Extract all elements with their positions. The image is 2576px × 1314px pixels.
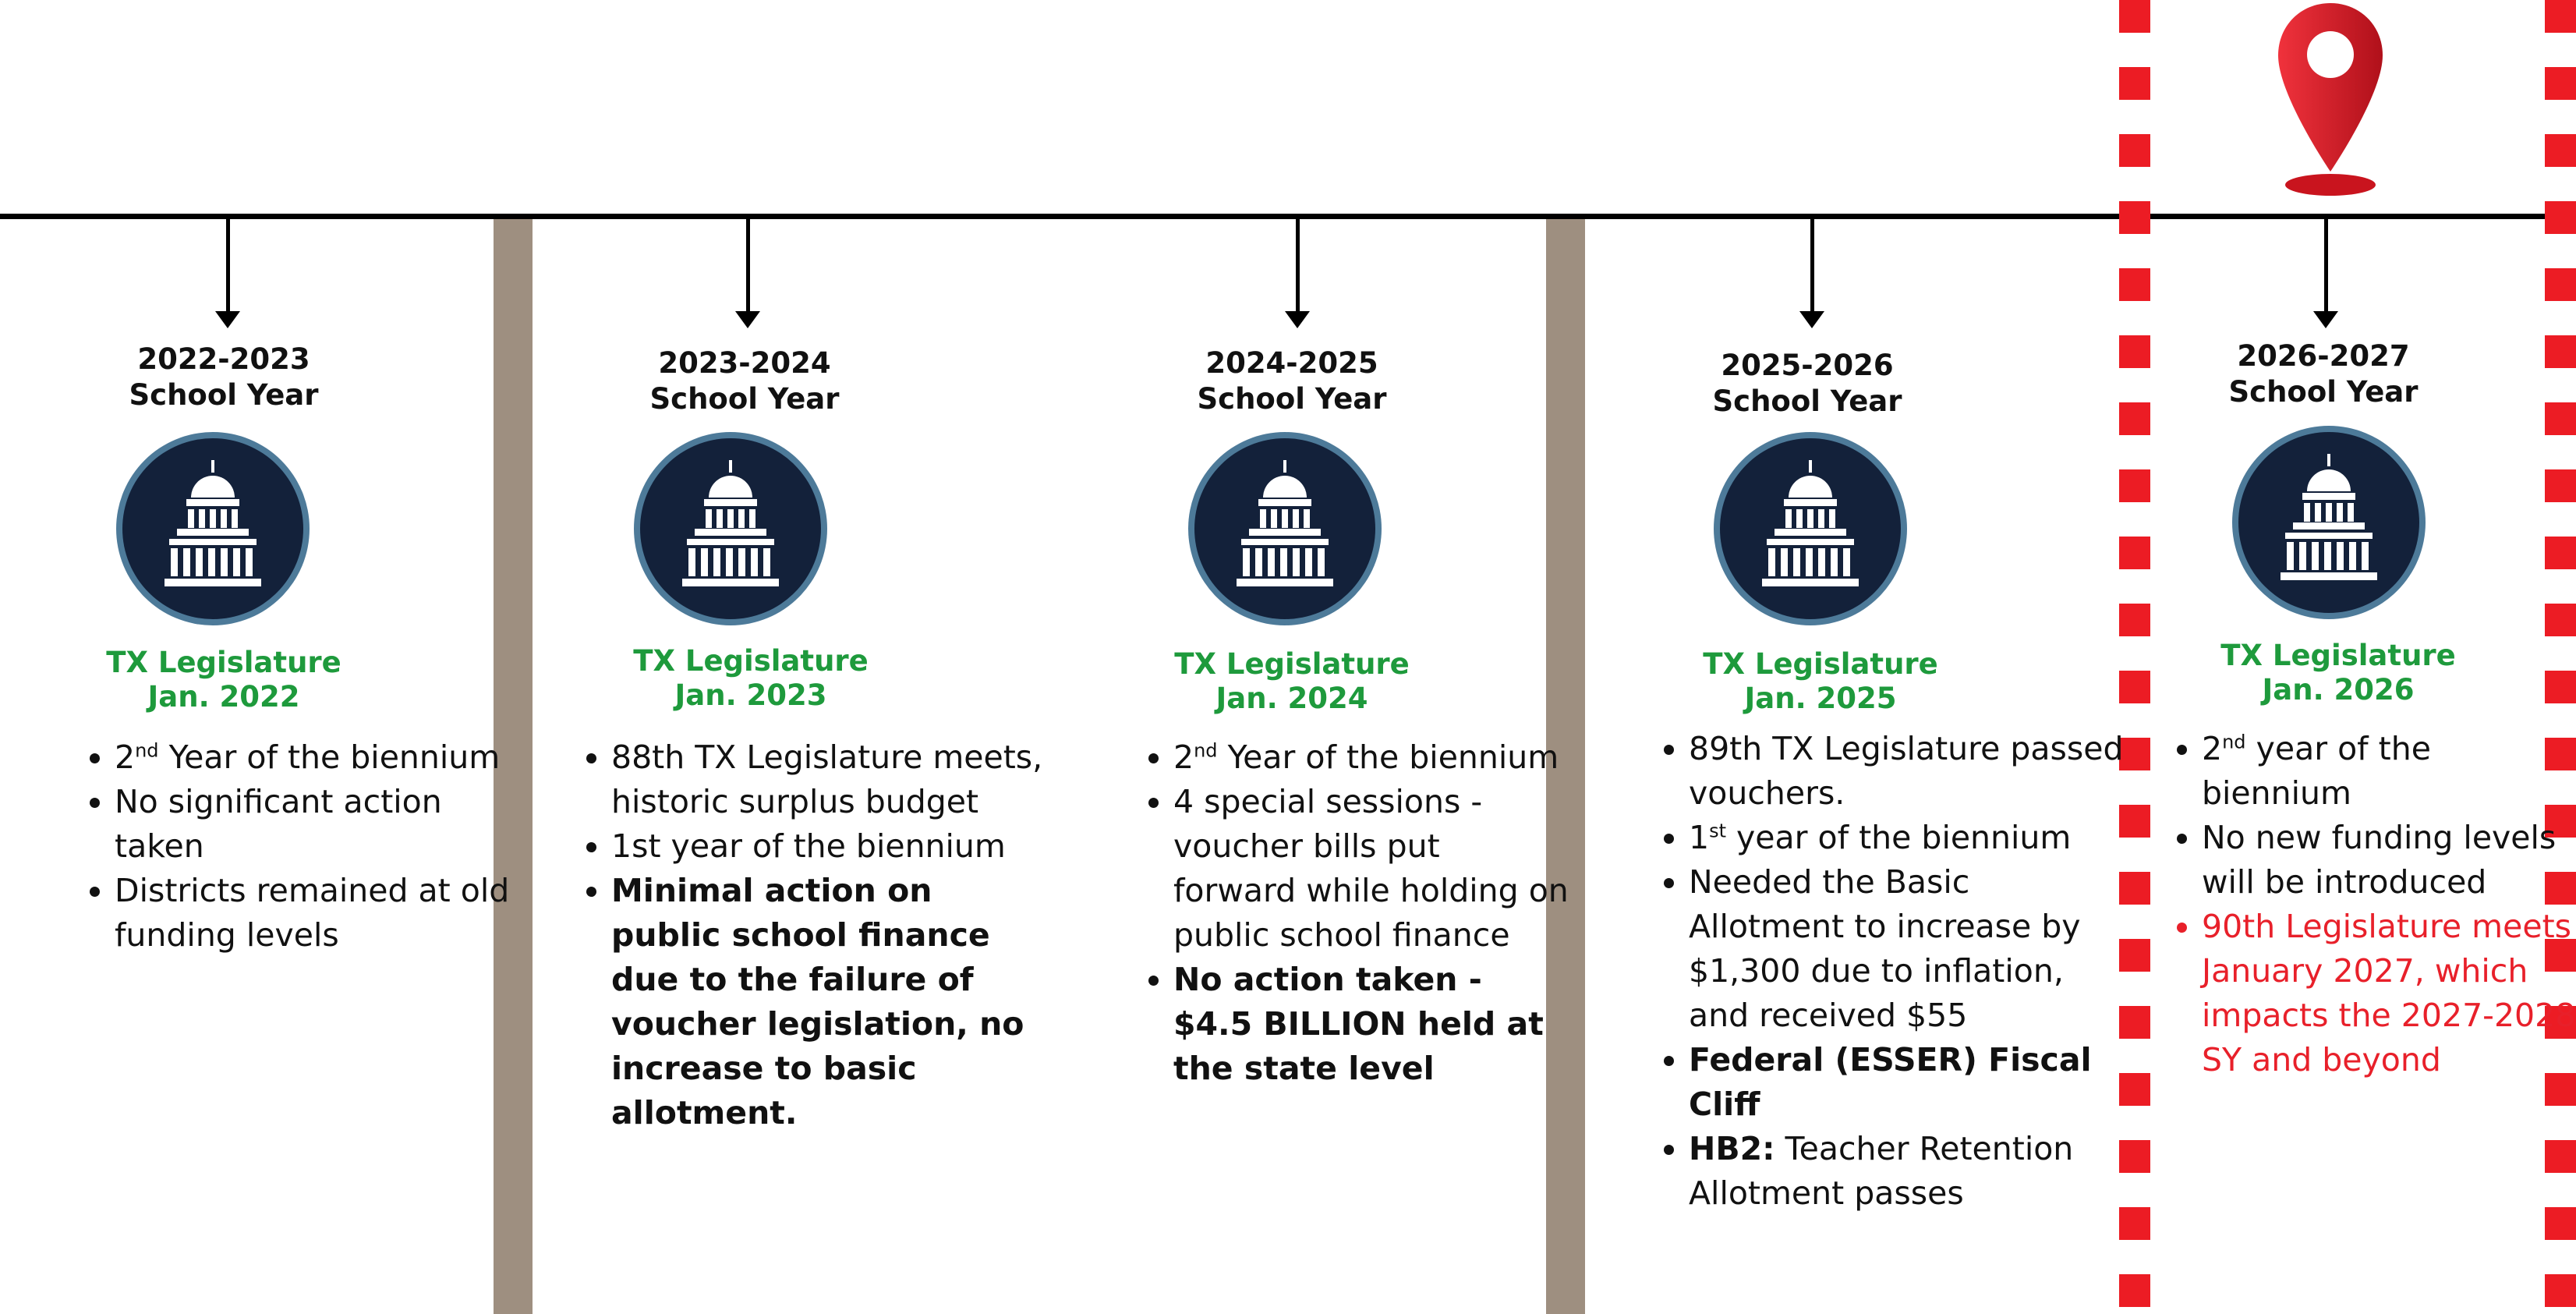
school-year-label: School Year	[129, 378, 319, 412]
school-year-label: School Year	[1197, 382, 1387, 416]
event-item: No significant action taken	[115, 780, 520, 869]
school-year-label: School Year	[1712, 384, 1902, 418]
legislature-date: Jan. 2026	[2262, 673, 2415, 707]
event-item: Federal (ESSER) Fiscal Cliff	[1689, 1038, 2125, 1127]
legislature-date: Jan. 2024	[1215, 682, 1368, 715]
event-item: No action taken - $4.5 BILLION held at t…	[1173, 958, 1571, 1091]
event-item-highlight: 90th Legislature meets January 2027, whi…	[2202, 905, 2576, 1082]
school-year-range: 2024-2025	[1205, 346, 1378, 380]
capitol-building-icon	[634, 432, 827, 625]
school-year-range: 2026-2027	[2237, 339, 2410, 373]
capitol-building-icon	[116, 432, 310, 625]
legislature-name: TX Legislature	[106, 646, 341, 679]
school-year-heading: 2023-2024 School Year	[581, 345, 908, 417]
phase-divider	[1546, 219, 1585, 1314]
school-year-range: 2022-2023	[137, 342, 310, 376]
event-list: 2nd Year of the biennium No significant …	[79, 735, 520, 958]
capitol-building-icon	[1188, 432, 1382, 625]
school-year-label: School Year	[649, 382, 840, 416]
legislature-name: TX Legislature	[2220, 639, 2456, 672]
school-year-heading: 2025-2026 School Year	[1644, 348, 1971, 420]
event-item: No new funding levels will be introduced	[2202, 816, 2576, 905]
phase-divider	[494, 219, 533, 1314]
event-list: 89th TX Legislature passed vouchers. 1st…	[1653, 727, 2125, 1216]
legislature-name: TX Legislature	[1703, 647, 1938, 681]
event-item: 2nd year of the biennium	[2202, 727, 2576, 816]
event-item: 2nd Year of the biennium	[115, 735, 520, 780]
legislature-label: TX Legislature Jan. 2022	[60, 646, 387, 714]
legislature-date: Jan. 2022	[147, 680, 300, 714]
legislature-name: TX Legislature	[633, 644, 869, 678]
event-item: 88th TX Legislature meets, historic surp…	[611, 735, 1048, 824]
school-year-range: 2025-2026	[1721, 349, 1894, 382]
school-year-label: School Year	[2228, 375, 2419, 409]
legislature-label: TX Legislature Jan. 2026	[2174, 639, 2502, 707]
event-item: Districts remained at old funding levels	[115, 869, 520, 958]
event-item: Needed the Basic Allotment to increase b…	[1689, 860, 2125, 1038]
event-item: 4 special sessions - voucher bills put f…	[1173, 780, 1571, 958]
map-pin-icon	[2278, 3, 2383, 196]
event-list: 88th TX Legislature meets, historic surp…	[575, 735, 1048, 1135]
event-list: 2nd Year of the biennium 4 special sessi…	[1138, 735, 1571, 1091]
current-period-border-right	[2545, 0, 2576, 1314]
school-year-range: 2023-2024	[658, 346, 831, 380]
event-list: 2nd year of the biennium No new funding …	[2166, 727, 2576, 1082]
school-year-heading: 2022-2023 School Year	[60, 342, 387, 413]
legislature-date: Jan. 2025	[1744, 682, 1897, 715]
capitol-building-icon	[2232, 426, 2426, 619]
capitol-building-icon	[1714, 432, 1907, 625]
event-item: 2nd Year of the biennium	[1173, 735, 1571, 780]
event-item: 1st year of the biennium	[1689, 816, 2125, 860]
event-item: 89th TX Legislature passed vouchers.	[1689, 727, 2125, 816]
event-item: Minimal action on public school finance …	[611, 869, 1048, 1135]
legislature-date: Jan. 2023	[674, 678, 827, 712]
legislature-label: TX Legislature Jan. 2025	[1657, 647, 1984, 716]
legislature-label: TX Legislature Jan. 2023	[587, 644, 915, 713]
school-year-heading: 2026-2027 School Year	[2160, 338, 2487, 410]
event-item: 1st year of the biennium	[611, 824, 1048, 869]
legislature-label: TX Legislature Jan. 2024	[1128, 647, 1456, 716]
legislature-name: TX Legislature	[1174, 647, 1410, 681]
current-period-border-left	[2119, 0, 2150, 1314]
school-year-heading: 2024-2025 School Year	[1128, 345, 1456, 417]
timeline-line	[0, 214, 2576, 219]
event-item: HB2: Teacher Retention Allotment passes	[1689, 1127, 2125, 1216]
